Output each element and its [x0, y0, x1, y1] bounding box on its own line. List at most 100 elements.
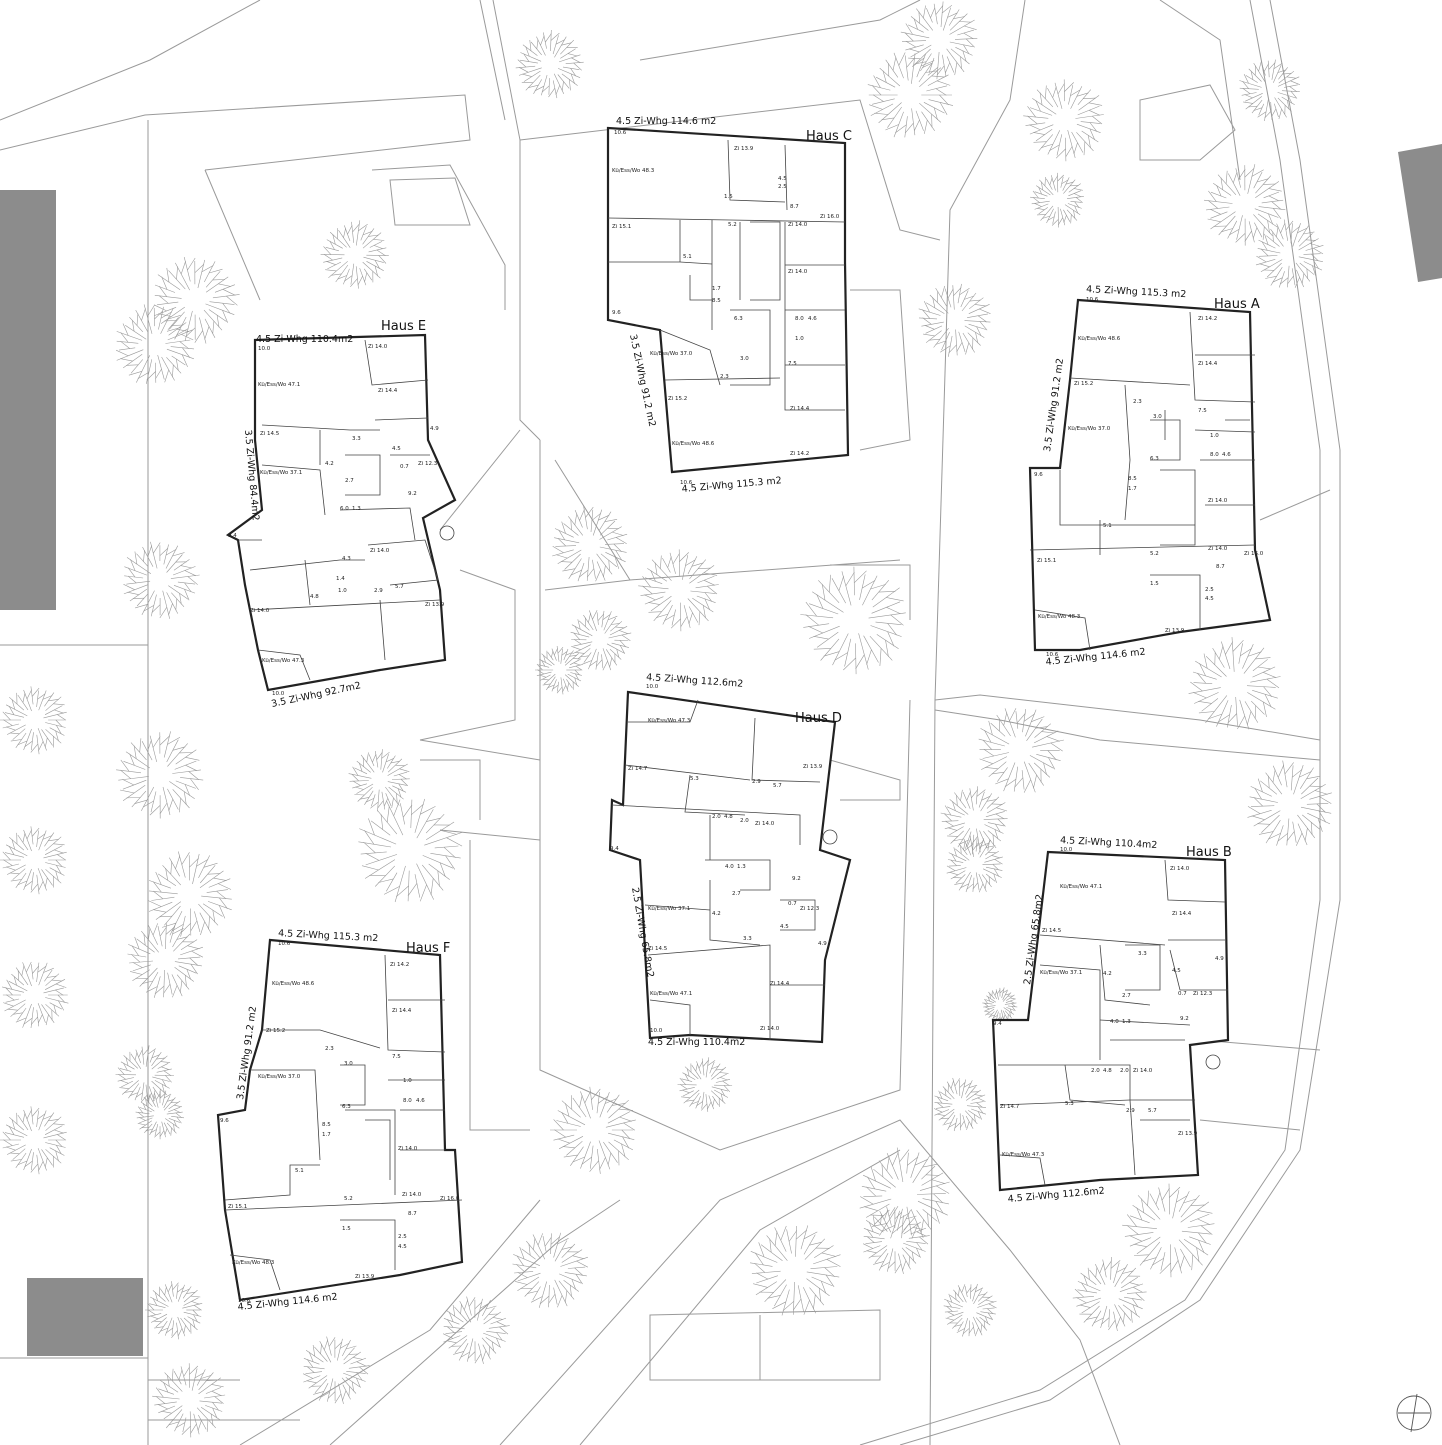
room-label: 2.0 [1120, 1068, 1129, 1074]
room-label: Zi 15.1 [228, 1204, 247, 1210]
room-label: Kü/Ess/Wo 48.3 [232, 1260, 275, 1266]
haus-c-outline [606, 126, 850, 474]
room-label: 9.2 [792, 876, 801, 882]
room-label: Zi 14.0 [402, 1192, 422, 1198]
room-label: Zi 14.4 [392, 1008, 412, 1014]
haus-f-name: Haus F [406, 941, 450, 956]
room-label: 10.0 [646, 684, 659, 690]
room-label: Zi 14.5 [260, 431, 280, 437]
room-label: Zi 12.3 [1193, 991, 1213, 997]
haus-a-room-labels: 10.6 Zi 14.2 Kü/Ess/Wo 48.6 Zi 14.4 Zi 1… [1034, 297, 1264, 658]
tree-icon [1188, 637, 1281, 730]
room-label: Zi 14.0 [1133, 1068, 1153, 1074]
haus-e: Haus E 4.5 Zi-Whg 110.4m2 3.5 Zi-Whg 84.… [225, 319, 457, 710]
room-label: Zi 14.7 [1000, 1104, 1020, 1110]
room-label: 1.3 [1122, 1019, 1131, 1025]
haus-e-room-labels: 10.0 Zi 14.0 Kü/Ess/Wo 47.1 Zi 14.4 Zi 1… [228, 344, 445, 697]
room-label: 4.8 [724, 814, 733, 820]
room-label: 9.4 [610, 846, 619, 852]
room-label: 10.6 [238, 1298, 251, 1304]
room-label: Zi 13.9 [355, 1274, 375, 1280]
room-label: 1.0 [338, 588, 347, 594]
room-label: 4.0 [725, 864, 734, 870]
room-label: Kü/Ess/Wo 48.6 [1078, 336, 1121, 342]
haus-d-unit-1: 4.5 Zi-Whg 112.6m2 [646, 672, 744, 690]
room-label: 4.2 [1103, 971, 1112, 977]
room-label: Zi 14.2 [390, 962, 409, 968]
entrance-marker-e [439, 525, 455, 541]
tree-icon [320, 220, 389, 289]
room-label: 5.1 [295, 1168, 304, 1174]
room-label: 5.2 [344, 1196, 353, 1202]
room-label: Kü/Ess/Wo 37.0 [650, 351, 693, 357]
haus-e-interior-walls [238, 339, 441, 681]
haus-a-unit-1: 4.5 Zi-Whg 115.3 m2 [1086, 284, 1187, 300]
room-label: Kü/Ess/Wo 48.3 [612, 168, 655, 174]
tree-icon [1203, 164, 1286, 246]
room-label: Zi 14.2 [1198, 316, 1217, 322]
tree-icon [1072, 1256, 1147, 1332]
room-label: Zi 14.0 [1170, 866, 1190, 872]
room-label: 5.7 [773, 783, 782, 789]
room-label: Zi 14.0 [788, 222, 808, 228]
room-label: 5.2 [728, 222, 737, 228]
room-label: 8.7 [408, 1211, 417, 1217]
room-label: 2.7 [1122, 993, 1131, 999]
site-paths [0, 0, 1341, 1445]
room-label: Zi 14.0 [368, 344, 388, 350]
tree-icon [348, 749, 410, 812]
room-label: 10.6 [680, 480, 693, 486]
room-label: 4.8 [310, 594, 319, 600]
room-label: Zi 14.5 [648, 946, 668, 952]
room-label: Zi 13.9 [1165, 628, 1185, 634]
tree-icon [127, 922, 204, 998]
tree-icon [358, 798, 463, 903]
room-label: 6.0 [340, 506, 349, 512]
haus-e-name: Haus E [381, 319, 426, 334]
room-label: 8.7 [790, 204, 799, 210]
room-label: 10.0 [258, 346, 271, 352]
tree-icon [900, 1, 978, 80]
tree-icon [152, 1363, 226, 1438]
room-label: Zi 15.2 [266, 1028, 285, 1034]
room-label: 5.3 [1065, 1101, 1074, 1107]
haus-d-outline [608, 690, 852, 1044]
room-label: 2.3 [720, 374, 729, 380]
room-label: Kü/Ess/Wo 47.1 [258, 382, 300, 388]
neighbour-building-west [0, 190, 56, 610]
room-label: Zi 14.4 [770, 981, 790, 987]
room-label: 2.7 [345, 478, 354, 484]
haus-a-interior-walls [1029, 311, 1256, 651]
haus-d-name: Haus D [795, 711, 842, 726]
haus-f: Haus F 4.5 Zi-Whg 115.3 m2 3.5 Zi-Whg 91… [216, 928, 464, 1313]
tree-icon [515, 29, 584, 99]
tree-icon [677, 1057, 733, 1112]
haus-a-name: Haus A [1214, 297, 1260, 312]
entrance-marker-d [822, 829, 838, 845]
trees [0, 1, 1332, 1438]
room-label: 0.7 [788, 901, 797, 907]
haus-e-unit-1: 4.5 Zi-Whg 110.4m2 [256, 334, 353, 345]
haus-c-unit-1: 4.5 Zi-Whg 114.6 m2 [616, 116, 716, 127]
room-label: 9.2 [408, 491, 417, 497]
room-label: 5.2 [1150, 551, 1159, 557]
haus-f-interior-walls [224, 954, 463, 1291]
room-label: 7.5 [788, 361, 797, 367]
tree-icon [800, 566, 906, 675]
room-label: Zi 14.0 [1208, 546, 1228, 552]
room-label: Zi 14.0 [760, 1026, 780, 1032]
room-label: Kü/Ess/Wo 48.3 [1038, 614, 1081, 620]
room-label: 8.0 [795, 316, 804, 322]
tree-icon [862, 1206, 930, 1274]
room-label: Kü/Ess/Wo 47.3 [262, 658, 305, 664]
room-label: 2.0 [740, 818, 749, 824]
room-label: 4.6 [416, 1098, 425, 1104]
room-label: 4.5 [398, 1244, 407, 1250]
room-label: 6.3 [734, 316, 743, 322]
room-label: Zi 14.2 [790, 451, 809, 457]
room-label: 6.3 [1150, 456, 1159, 462]
room-label: 10.6 [278, 941, 291, 947]
room-label: 4.0 [1110, 1019, 1119, 1025]
room-label: Zi 14.0 [755, 821, 775, 827]
